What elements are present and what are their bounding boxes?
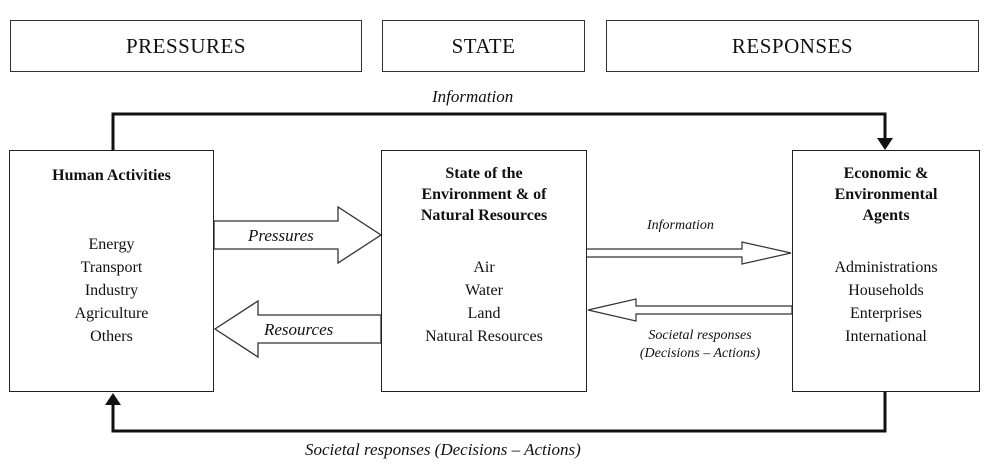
resources-arrow [213,299,382,359]
information-arrow [585,241,792,265]
header-responses: RESPONSES [606,20,979,72]
economic-agents-box: Economic & Environmental Agents Administ… [792,150,980,392]
bottom-societal-connector [111,391,887,433]
list-item: Natural Resources [425,328,543,345]
list-item: Others [90,328,133,345]
societal-responses-line2: (Decisions – Actions) [639,346,761,361]
header-state-label: STATE [451,33,516,58]
pressures-arrow [213,205,383,265]
state-environment-list: Air Water Land Natural Resources [382,256,586,348]
list-item: Households [848,282,924,299]
top-information-arrowhead [877,138,893,150]
list-item: Agriculture [74,305,149,322]
resources-label: Resources [264,320,334,339]
human-activities-title: Human Activities [52,167,171,184]
title-line: Environment & of [421,186,547,203]
header-pressures: PRESSURES [10,20,362,72]
list-item: Enterprises [850,305,922,322]
title-line: State of the [445,165,523,182]
mid-information-label: Information [647,218,714,233]
human-activities-box: Human Activities Energy Transport Indust… [9,150,214,392]
top-information-connector [111,112,887,150]
bottom-societal-arrowhead [105,393,121,405]
list-item: Industry [84,282,139,299]
list-item: Administrations [834,259,938,276]
list-item: Land [467,305,501,322]
list-item: International [845,328,927,345]
state-environment-box: State of the Environment & of Natural Re… [381,150,587,392]
bottom-societal-label: Societal responses (Decisions – Actions) [305,440,581,459]
list-item: Water [465,282,503,299]
societal-responses-arrow [587,298,793,322]
header-state: STATE [382,20,585,72]
pressures-label: Pressures [248,226,314,245]
state-environment-title: State of the Environment & of Natural Re… [382,163,586,226]
title-line: Economic & [843,165,929,182]
list-item: Energy [88,236,135,253]
header-pressures-label: PRESSURES [125,33,247,58]
human-activities-list: Energy Transport Industry Agriculture Ot… [10,233,213,348]
societal-responses-label: Societal responses (Decisions – Actions) [625,327,775,363]
top-information-label: Information [432,87,514,106]
list-item: Transport [80,259,143,276]
economic-agents-list: Administrations Households Enterprises I… [793,256,979,348]
title-line: Natural Resources [420,207,548,224]
title-line: Environmental [834,186,938,203]
economic-agents-title: Economic & Environmental Agents [793,163,979,226]
societal-responses-line1: Societal responses [648,328,752,343]
header-responses-label: RESPONSES [731,33,854,58]
title-line: Agents [862,207,910,224]
list-item: Air [473,259,495,276]
